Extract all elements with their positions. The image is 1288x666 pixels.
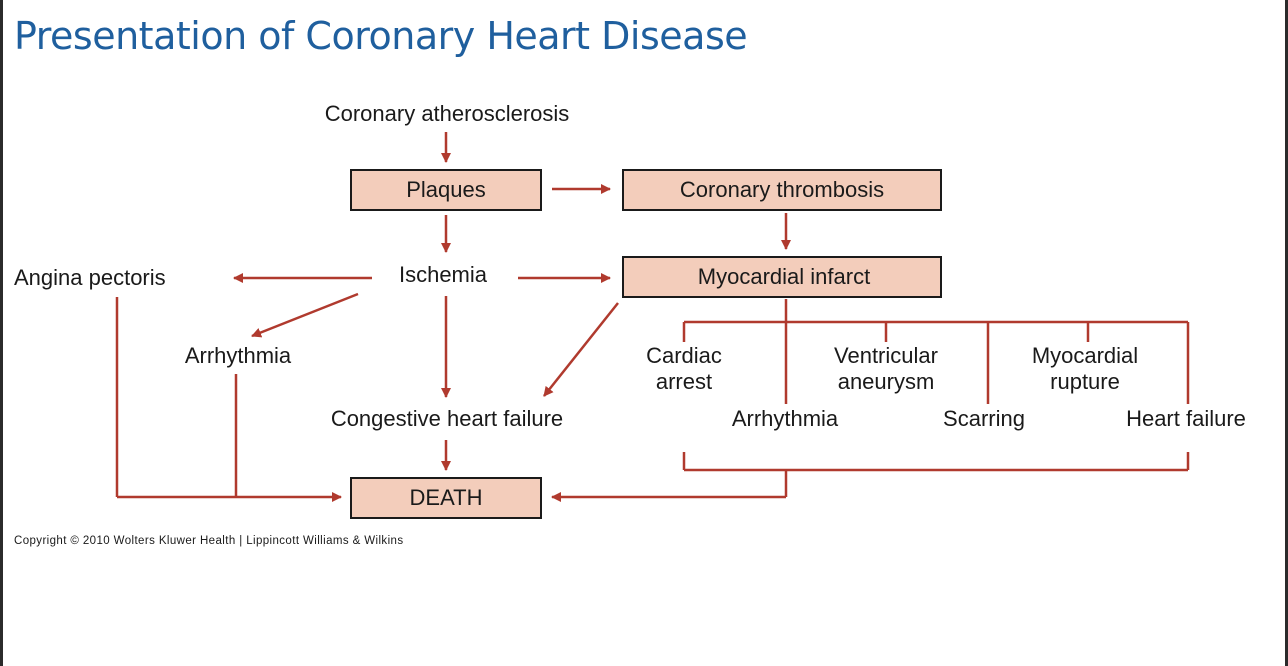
arrow-infarct-to-chf xyxy=(543,302,619,397)
node-cardiac-arrest-line2: arrest xyxy=(656,369,712,394)
right-frame-border xyxy=(1285,0,1288,666)
node-ventricular-aneurysm-line2: aneurysm xyxy=(838,369,935,394)
coronary-thrombosis-box xyxy=(622,169,942,211)
slide-title: Presentation of Coronary Heart Disease xyxy=(14,14,748,58)
death-box xyxy=(350,477,542,519)
node-coronary-thrombosis: Coronary thrombosis xyxy=(680,177,884,202)
node-myocardial-rupture-line2: rupture xyxy=(1050,369,1120,394)
node-heart-failure: Heart failure xyxy=(1126,406,1246,431)
left-frame-border xyxy=(0,0,3,666)
node-arrhythmia-left: Arrhythmia xyxy=(185,343,292,368)
node-plaques: Plaques xyxy=(406,177,486,202)
node-ventricular-aneurysm-line1: Ventricular xyxy=(834,343,938,368)
node-myocardial-infarct: Myocardial infarct xyxy=(698,264,870,289)
node-arrhythmia-right: Arrhythmia xyxy=(732,406,839,431)
node-ischemia: Ischemia xyxy=(399,262,488,287)
node-death: DEATH xyxy=(410,485,483,510)
plaques-box xyxy=(350,169,542,211)
node-angina-pectoris: Angina pectoris xyxy=(14,265,166,290)
copyright-notice: Copyright © 2010 Wolters Kluwer Health |… xyxy=(14,535,404,547)
node-scarring: Scarring xyxy=(943,406,1025,431)
myocardial-infarct-box xyxy=(622,256,942,298)
node-myocardial-rupture-line1: Myocardial xyxy=(1032,343,1138,368)
arrow-ischemia-to-arrhythmia xyxy=(251,292,359,338)
node-coronary-atherosclerosis: Coronary atherosclerosis xyxy=(325,101,570,126)
node-congestive-heart-failure: Congestive heart failure xyxy=(331,406,563,431)
node-cardiac-arrest-line1: Cardiac xyxy=(646,343,722,368)
